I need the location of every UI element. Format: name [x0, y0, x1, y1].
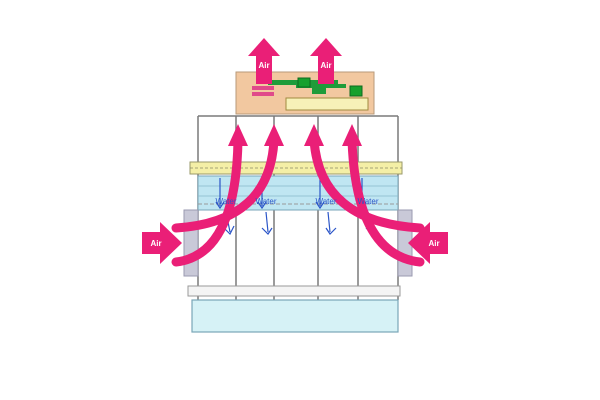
- water-distribution-pipe: [189, 161, 403, 175]
- air-inlet-louver-left: [183, 209, 199, 277]
- air-label-side-right: Air: [428, 239, 439, 248]
- airflow-path-right-inner: [309, 135, 425, 233]
- water-label-3: Water: [315, 197, 336, 206]
- airflow-path-left-inner: [171, 135, 279, 233]
- water-label-2: Water: [255, 197, 276, 206]
- water-label-1: Water: [215, 197, 236, 206]
- air-inlet-arrow-left: [142, 222, 182, 264]
- air-inlet-arrow-right: [408, 222, 448, 264]
- airflow-path-left-outer: [171, 135, 243, 267]
- water-basin: [187, 285, 401, 333]
- air-outlet-arrow-right: [310, 38, 342, 84]
- airflow-paths: [171, 135, 425, 267]
- air-label-top-left: Air: [258, 61, 269, 70]
- air-label-top-right: Air: [320, 61, 331, 70]
- airflow-arrowheads: [228, 124, 362, 146]
- air-outlet-arrow-left: [248, 38, 280, 84]
- fan-drive-motor: [268, 77, 363, 97]
- air-label-side-left: Air: [150, 239, 161, 248]
- water-label-4: Water: [357, 197, 378, 206]
- airflow-path-right-outer: [347, 135, 425, 267]
